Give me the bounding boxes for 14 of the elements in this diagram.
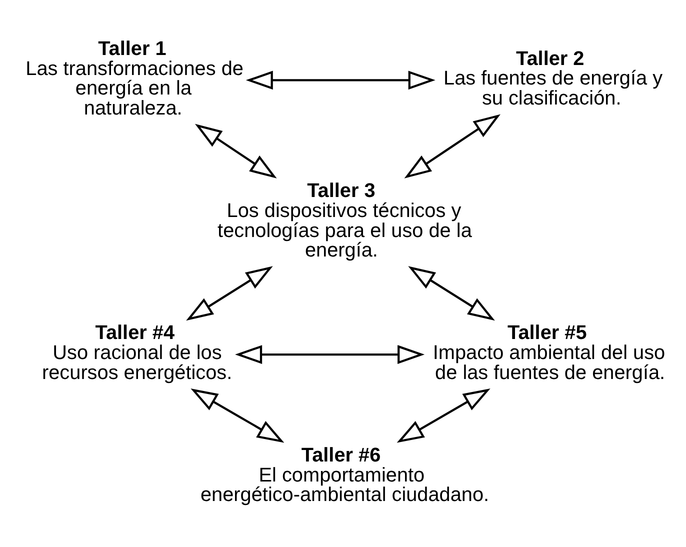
arrow xyxy=(194,124,277,178)
node-text: Taller #4 Uso racional de los recursos energéticos. xyxy=(42,322,232,384)
node-text: Taller #5 Impacto ambiental del uso de las fuentes de energía. xyxy=(432,322,666,384)
node-text: Taller 3 Los dispositivos técnicos y tecnologías para el uso de la energía. xyxy=(218,180,472,262)
node-text: Taller 2 Las fuentes de energía y su clasificación. xyxy=(444,48,663,110)
arrow xyxy=(404,114,500,178)
arrow xyxy=(246,70,436,90)
node-text: Taller #6 El comportamiento energético-ambiental ciudadano. xyxy=(200,444,490,506)
node-text: Taller 1 Las transformaciones de energía en la naturaleza. xyxy=(26,38,244,120)
arrow xyxy=(408,266,495,321)
arrow xyxy=(186,266,273,321)
arrow xyxy=(235,345,425,364)
arrow xyxy=(190,388,284,443)
arrow xyxy=(396,388,490,443)
